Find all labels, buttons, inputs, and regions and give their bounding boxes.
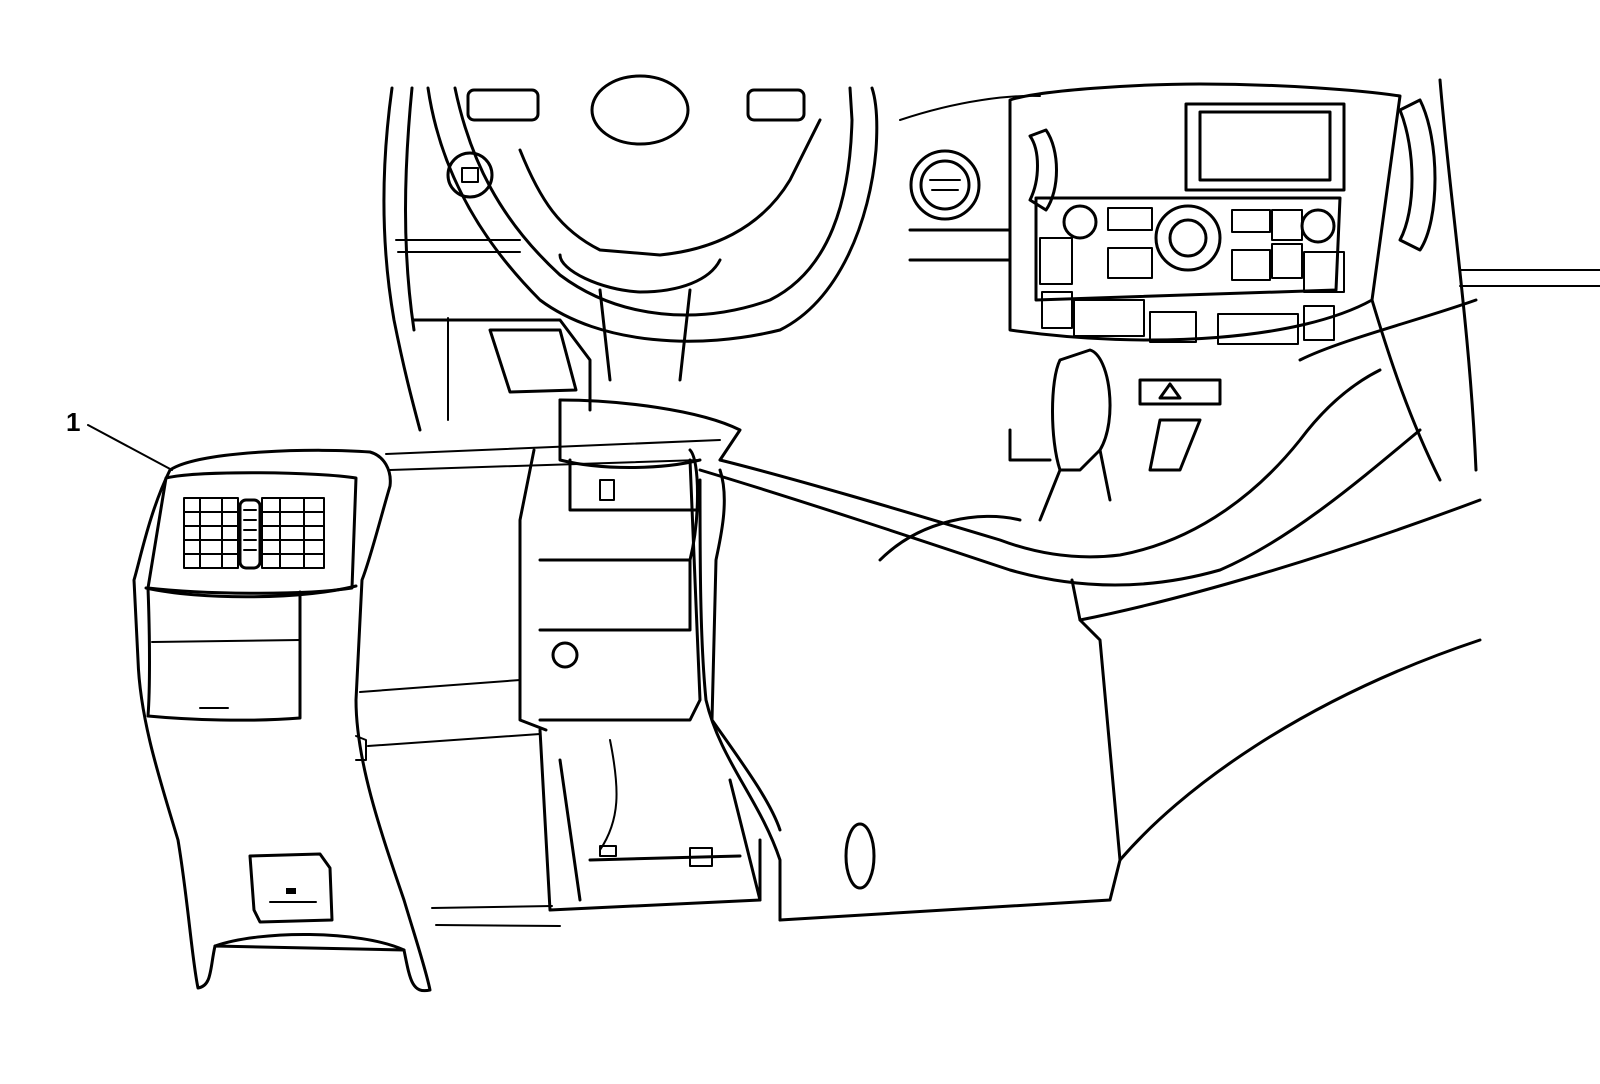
callout-1: 1 xyxy=(66,407,173,471)
callout-leader-line xyxy=(87,424,173,471)
console-bracket xyxy=(518,398,762,912)
vent-louvers-left xyxy=(183,497,239,569)
shifter-area xyxy=(1008,348,1222,522)
vent-louvers-right xyxy=(261,497,325,569)
floor-console xyxy=(698,368,1482,922)
radio-buttons xyxy=(1107,207,1303,281)
steering-wheel xyxy=(426,74,879,382)
headlamp-switch xyxy=(908,149,1012,262)
hvac-buttons xyxy=(1039,237,1345,345)
rear-console-trim-panel xyxy=(132,448,432,993)
center-stack xyxy=(1008,82,1437,345)
explode-guide-lines xyxy=(359,439,721,927)
callout-label: 1 xyxy=(66,407,80,437)
